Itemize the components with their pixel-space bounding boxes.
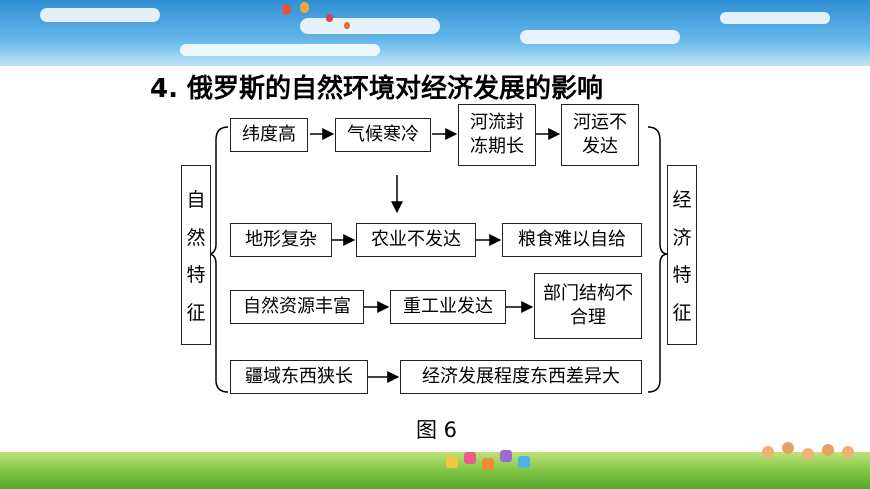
economic-features-label: 经 济 特 征 <box>667 165 697 345</box>
cloud <box>180 44 380 56</box>
box-agriculture: 农业不发达 <box>356 223 476 257</box>
natural-features-label: 自 然 特 征 <box>181 165 211 345</box>
box-river-freeze: 河流封 冻期长 <box>458 104 536 166</box>
cloud <box>720 12 830 24</box>
box-regional-disparity: 经济发展程度东西差异大 <box>400 360 642 394</box>
hot-air-balloon-icon <box>300 2 309 13</box>
box-heavy-industry: 重工业发达 <box>390 290 506 324</box>
page-title: 4. 俄罗斯的自然环境对经济发展的影响 <box>150 74 604 104</box>
left-brace <box>207 126 229 393</box>
box-food-supply: 粮食难以自给 <box>502 223 642 257</box>
box-river-transport: 河运不 发达 <box>561 104 639 166</box>
hot-air-balloon-icon <box>344 22 350 29</box>
figure-caption: 图 6 <box>416 418 458 442</box>
grass-ground <box>0 452 870 489</box>
box-cold-climate: 气候寒冷 <box>335 118 431 152</box>
hot-air-balloon-icon <box>326 14 333 22</box>
right-brace <box>647 126 669 393</box>
flowers-decoration <box>442 448 542 484</box>
box-sector-structure: 部门结构不 合理 <box>534 273 642 339</box>
cloud <box>520 30 680 44</box>
hot-air-balloon-icon <box>282 4 291 15</box>
box-high-latitude: 纬度高 <box>230 118 308 152</box>
cloud <box>300 18 440 34</box>
box-territory: 疆域东西狭长 <box>230 360 368 394</box>
children-decoration <box>758 440 866 480</box>
box-complex-terrain: 地形复杂 <box>230 223 332 257</box>
box-natural-resources: 自然资源丰富 <box>230 290 364 324</box>
cloud <box>40 8 160 22</box>
